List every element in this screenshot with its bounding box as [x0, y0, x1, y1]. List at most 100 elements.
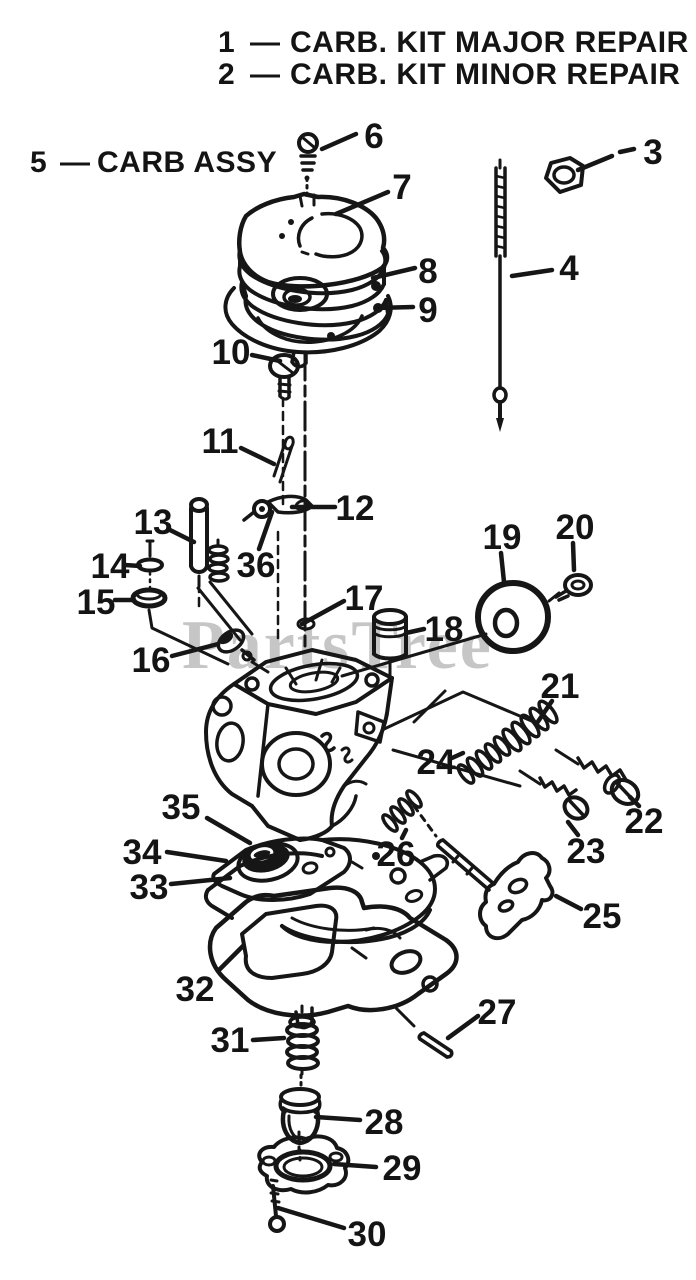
watermark-text: PartsTree [182, 607, 493, 684]
callout-15: 15 [77, 583, 116, 622]
part-screw-20 [554, 573, 593, 602]
leader-line-7 [333, 189, 391, 217]
callout-7: 7 [392, 168, 411, 207]
callout-28: 28 [365, 1103, 404, 1142]
leader-line-21 [534, 698, 555, 726]
part-spring-26 [381, 789, 423, 833]
legend-label-5: CARB ASSY [97, 146, 277, 179]
callout-10: 10 [212, 333, 251, 372]
part-bulb-28 [278, 1087, 322, 1146]
callout-4: 4 [559, 249, 579, 288]
part-pump-stack-33-34-35 [203, 836, 449, 944]
leader-line-13 [167, 527, 197, 545]
leader-line-3 [575, 153, 615, 173]
leader-line-27 [445, 1013, 481, 1041]
callout-20: 20 [556, 508, 595, 547]
leader-line-33 [168, 875, 233, 887]
leader-line-23 [565, 819, 581, 838]
part-disc-19 [475, 580, 551, 654]
legend-num-5: 5 [30, 146, 47, 179]
callout-30: 30 [348, 1215, 387, 1254]
part-screw-30 [268, 1178, 286, 1233]
legend-line-kit-minor: 2 — CARB. KIT MINOR REPAIR [218, 58, 680, 91]
leader-lines [112, 131, 642, 1231]
leader-line-6 [319, 131, 359, 152]
assembly-axis-lines [147, 176, 561, 1164]
part-screen-17 [296, 617, 316, 631]
part-plunger-13 [189, 497, 209, 588]
part-inlet-needle-16 [216, 628, 256, 662]
leader-line-32 [216, 943, 246, 973]
callout-24: 24 [417, 743, 456, 782]
callout-31: 31 [211, 1021, 250, 1060]
leader-line-31 [250, 1035, 287, 1043]
callout-23: 23 [567, 832, 606, 871]
part-spring-31 [285, 1004, 320, 1076]
callout-22: 22 [625, 802, 664, 841]
leader-line-4 [509, 267, 555, 279]
part-pin-27 [417, 1031, 454, 1059]
callout-13: 13 [134, 503, 173, 542]
leader-line-29 [331, 1161, 379, 1170]
part-carb-body [204, 648, 394, 842]
leader-line-35 [204, 815, 253, 846]
part-spring-24 [456, 735, 512, 785]
callout-11: 11 [202, 422, 239, 461]
callout-21: 21 [541, 667, 580, 706]
part-cover-assembly-7-8-9 [223, 191, 393, 369]
leader-line-8 [370, 265, 418, 281]
callout-29: 29 [383, 1149, 422, 1188]
part-flange-29 [257, 1134, 351, 1195]
legend-dash-1: — [250, 26, 281, 59]
legend-line-kit-major: 1 — CARB. KIT MAJOR REPAIR [218, 26, 689, 59]
legend-dash-5: — [60, 146, 91, 179]
part-bracket-25 [436, 838, 555, 941]
part-spring-21 [501, 699, 559, 753]
callout-17: 17 [345, 579, 384, 618]
legend-label-1: CARB. KIT MAJOR REPAIR [290, 26, 689, 59]
leader-line-10 [249, 352, 283, 364]
legend-label-2: CARB. KIT MINOR REPAIR [290, 58, 680, 91]
callout-34: 34 [123, 833, 162, 872]
legend-num-1: 1 [218, 26, 235, 59]
callout-35: 35 [162, 788, 201, 827]
callout-25: 25 [583, 897, 622, 936]
part-bottom-plate-32 [207, 885, 459, 1030]
part-cover-screw-6 [297, 132, 319, 181]
part-pin-11 [272, 435, 295, 484]
leader-line-11 [238, 445, 277, 467]
callout-9: 9 [418, 291, 437, 330]
callout-14: 14 [91, 547, 130, 586]
leader-line-28 [313, 1114, 363, 1123]
leader-line-17 [299, 598, 347, 627]
callout-32: 32 [176, 970, 215, 1009]
leader-line-9 [374, 304, 416, 311]
callout-16: 16 [132, 641, 171, 680]
part-screw-10 [268, 353, 300, 401]
leader-line-16 [169, 641, 221, 659]
legend-line-carb-assy: 5 — CARB ASSY [30, 146, 277, 179]
part-metering-spring-36 [207, 538, 230, 583]
callout-19: 19 [483, 518, 522, 557]
callout-3: 3 [643, 133, 662, 172]
part-rod-4 [492, 158, 508, 432]
part-grommet-15 [130, 587, 168, 609]
legend-num-2: 2 [218, 58, 235, 91]
leader-line-20 [570, 540, 577, 573]
leader-line-34 [164, 849, 229, 864]
callout-18: 18 [425, 610, 464, 649]
callout-8: 8 [418, 252, 437, 291]
part-needle-23 [518, 769, 590, 821]
leader-line-19 [498, 550, 507, 585]
leader-line-30 [275, 1205, 347, 1231]
callout-27: 27 [478, 993, 517, 1032]
callout-36: 36 [237, 546, 276, 585]
callout-numbers: 3 4 6 7 8 9 10 11 12 13 14 15 16 17 18 1… [77, 117, 664, 1254]
leader-line-14 [122, 562, 143, 569]
leader-line-25 [553, 893, 584, 912]
callout-12: 12 [336, 489, 375, 528]
callout-26: 26 [377, 835, 416, 874]
leader-line-22 [627, 794, 642, 809]
